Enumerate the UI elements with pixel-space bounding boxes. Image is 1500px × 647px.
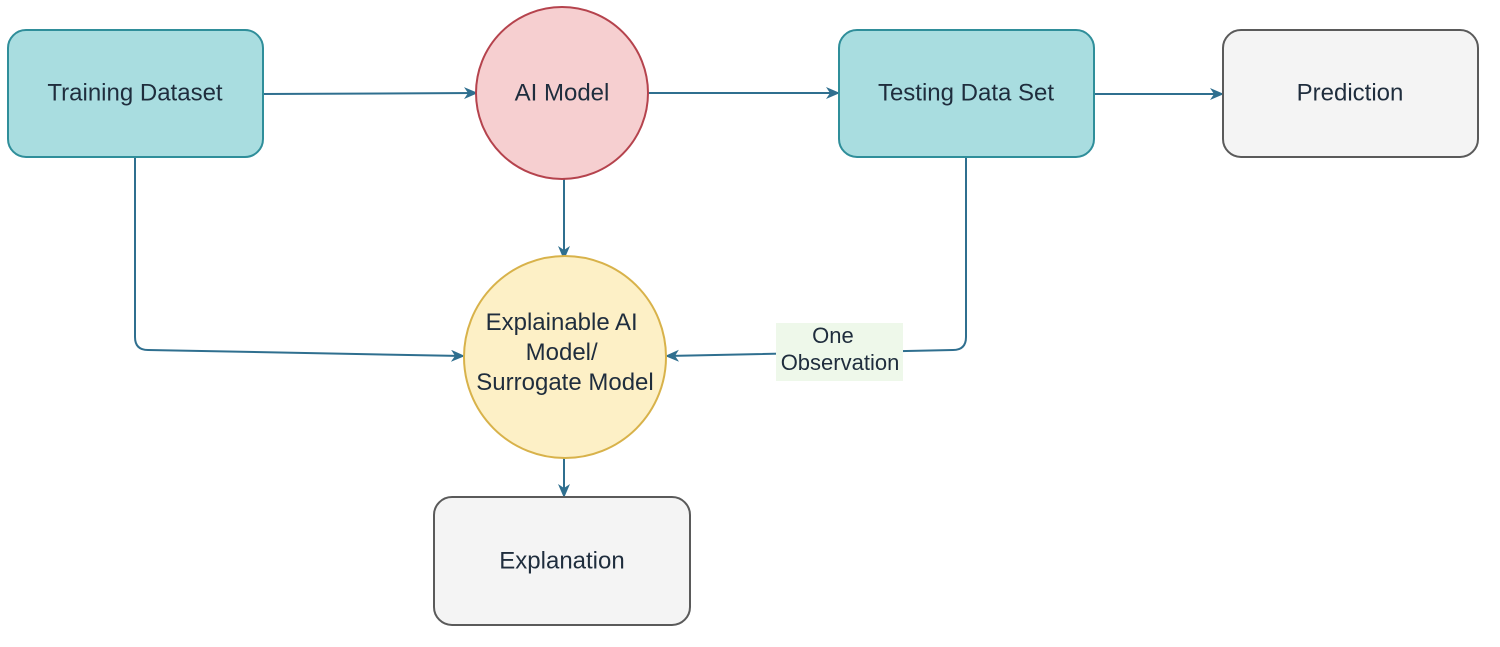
training-dataset-box [7,29,264,158]
explanation-box [433,496,691,626]
explainable-model-label-line-2: Model/ [526,339,598,366]
edge-testing-to-explainable [665,157,967,362]
node-explainable-model: Explainable AI Model/ Surrogate Model [463,255,667,459]
edge-label-line-1: One [812,323,854,348]
ai-model-label: AI Model [515,79,610,106]
prediction-box [1222,29,1479,158]
node-explanation: Explanation [433,496,691,626]
edges [134,87,1224,498]
explanation-label: Explanation [499,547,624,574]
edge-training-to-ai-model [262,87,478,100]
explainable-model-label: Explainable AI Model/ Surrogate Model [476,309,653,396]
node-training-dataset: Training Dataset [7,29,264,158]
prediction-label: Prediction [1297,79,1404,106]
node-testing-dataset: Testing Data Set [838,29,1095,158]
edge-label-one-observation: One Observation [776,323,903,381]
explainable-model-label-line-1: Explainable AI [486,309,638,336]
testing-dataset-label: Testing Data Set [878,79,1054,106]
edge-label-text: One Observation [781,323,900,375]
node-prediction: Prediction [1222,29,1479,158]
ai-model-circle [475,6,649,180]
testing-dataset-box [838,29,1095,158]
explainable-model-label-line-3: Surrogate Model [476,369,653,396]
edge-training-to-explainable [134,157,465,362]
edge-label-line-2: Observation [781,350,900,375]
edge-label-background [776,323,903,381]
explainable-model-circle [463,255,667,459]
training-dataset-label: Training Dataset [47,79,223,106]
node-ai-model: AI Model [475,6,649,180]
